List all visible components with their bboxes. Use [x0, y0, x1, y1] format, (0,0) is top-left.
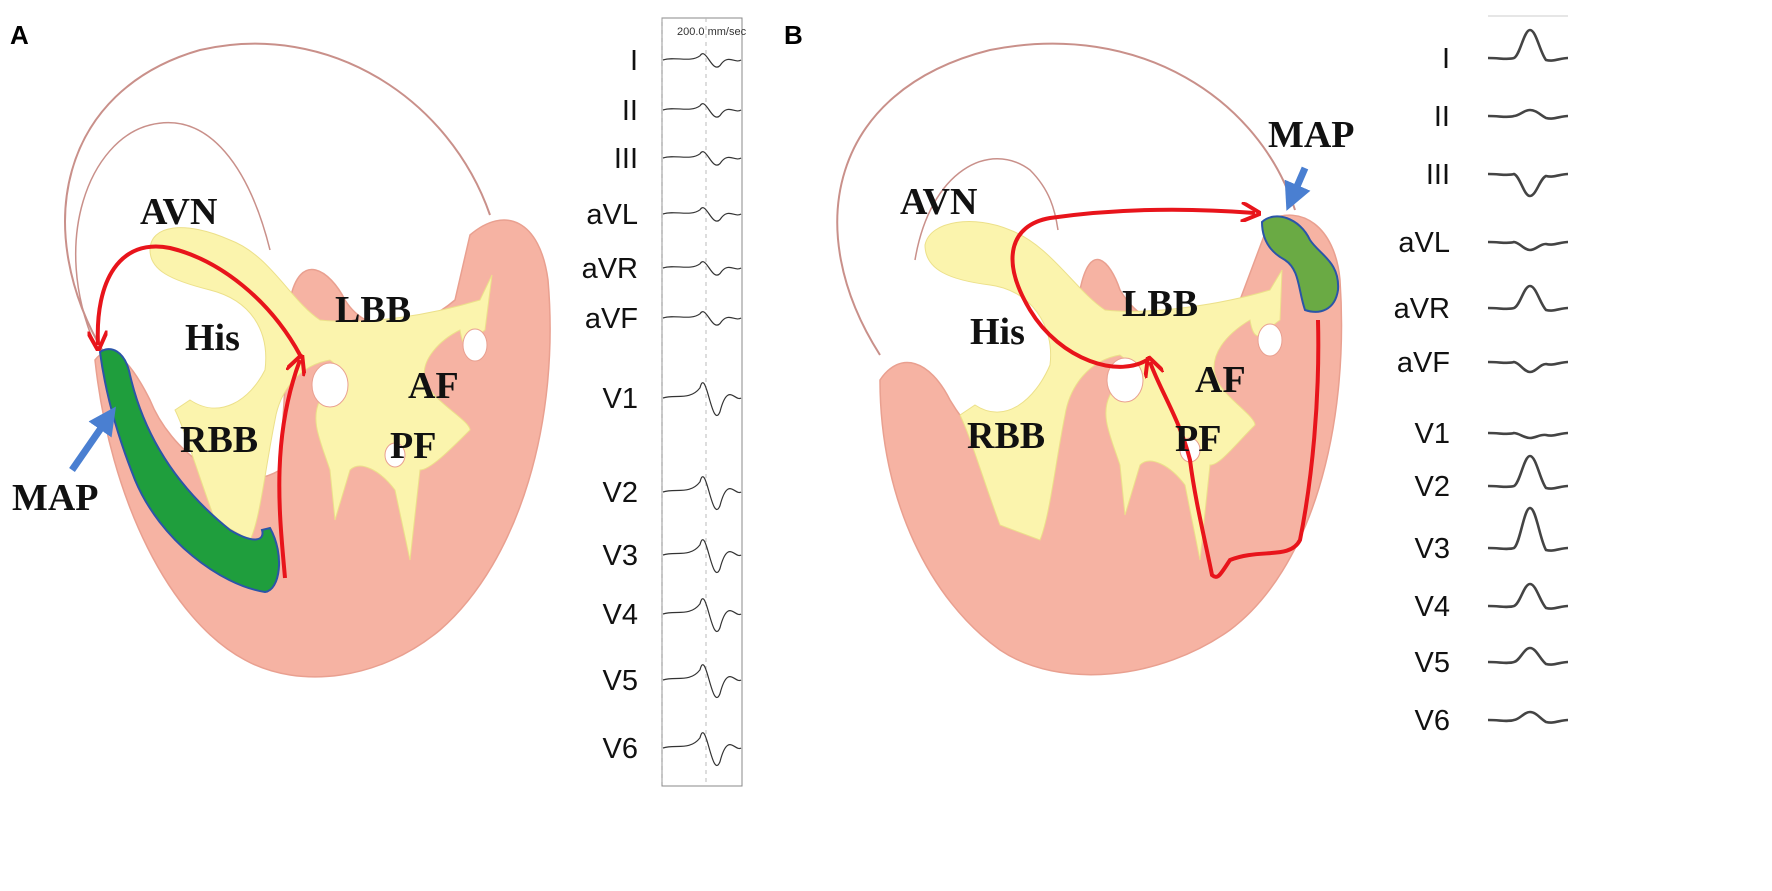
ecg-lead-label-b-v1: V1: [1415, 418, 1450, 450]
label-map-a: MAP: [12, 477, 99, 519]
ecg-lead-label-a-v6: V6: [603, 733, 638, 765]
ecg-lead-label-b-avf: aVF: [1397, 347, 1450, 379]
label-rbb-a: RBB: [180, 419, 258, 461]
ecg-trace-b-v1: [1487, 431, 1569, 440]
ecg-trace-b-v4: [1487, 582, 1569, 610]
label-af-a: AF: [408, 365, 459, 407]
ecg-frame-a: [661, 17, 743, 787]
label-map-b: MAP: [1268, 114, 1355, 156]
atrium-outline-b: [914, 158, 1059, 261]
heart-outline-a: [64, 42, 491, 356]
panel-a-letter: A: [10, 20, 29, 50]
ecg-trace-a-v6: [662, 732, 742, 766]
label-his-a: His: [185, 317, 240, 359]
ecg-trace-a-avl: [662, 207, 742, 222]
ecg-trace-a-avr: [662, 261, 742, 276]
ecg-trace-b-ii: [1487, 108, 1569, 120]
ecg-lead-label-a-v4: V4: [603, 599, 638, 631]
ecg-lead-label-a-avl: aVL: [586, 199, 638, 231]
conduction-hole-b-1: [1106, 357, 1144, 403]
ecg-lead-label-a-v3: V3: [603, 540, 638, 572]
label-rbb-b: RBB: [967, 415, 1045, 457]
panel-b-letter: B: [784, 20, 803, 50]
ecg-lead-label-b-avr: aVR: [1394, 293, 1450, 325]
ecg-trace-b-avf: [1487, 360, 1569, 374]
conduction-hole-a-3: [384, 442, 406, 468]
myocardium-b: [879, 214, 1343, 676]
conduction-hole-a-1: [311, 362, 349, 408]
ecg-scale-label-a: 200.0 mm/sec: [677, 26, 747, 38]
ecg-trace-b-v2: [1487, 454, 1569, 490]
ecg-trace-a-avf: [662, 311, 742, 326]
conduction-system-a: [149, 227, 493, 561]
ecg-trace-a-v3: [662, 539, 742, 573]
ecg-trace-a-v5: [662, 664, 742, 698]
ecg-traces-a: [662, 53, 742, 766]
label-avn-a: AVN: [140, 191, 217, 233]
ecg-lead-label-a-iii: III: [614, 143, 638, 175]
ecg-trace-a-ii: [662, 103, 742, 118]
label-lbb-b: LBB: [1122, 283, 1198, 325]
map-pointer-arrow-b: [1284, 166, 1311, 211]
ecg-trace-a-iii: [662, 151, 742, 166]
conduction-hole-a-2: [462, 328, 488, 362]
ecg-lead-label-b-v4: V4: [1415, 591, 1450, 623]
map-pointer-arrow-a: [69, 406, 116, 472]
ecg-lead-label-b-v6: V6: [1415, 705, 1450, 737]
ecg-lead-label-a-v1: V1: [603, 383, 638, 415]
activation-arrow-a-1: [277, 360, 300, 579]
ecg-trace-a-i: [662, 53, 742, 68]
ecg-trace-b-v5: [1487, 646, 1569, 666]
label-pf-a: PF: [390, 425, 436, 467]
ecg-traces-b: [1487, 28, 1569, 724]
ecg-lead-label-b-v5: V5: [1415, 647, 1450, 679]
activation-arrow-b-1: [1150, 319, 1321, 579]
atrium-outline-a: [74, 122, 271, 346]
map-fiber-a: [98, 348, 281, 594]
ecg-trace-b-v3: [1487, 506, 1569, 552]
label-his-b: His: [970, 311, 1025, 353]
ecg-lead-label-a-i: I: [630, 45, 638, 77]
ecg-lead-label-b-avl: aVL: [1398, 227, 1450, 259]
label-avn-b: AVN: [900, 181, 977, 223]
ecg-trace-b-avr: [1487, 284, 1569, 312]
ecg-lead-label-a-avr: aVR: [582, 253, 638, 285]
ecg-lead-label-a-avf: aVF: [585, 303, 638, 335]
ecg-trace-a-v4: [662, 598, 742, 632]
heart-outline-b: [836, 42, 1296, 356]
ecg-lead-label-b-iii: III: [1426, 159, 1450, 191]
ecg-lead-label-b-v2: V2: [1415, 471, 1450, 503]
ecg-trace-b-i: [1487, 28, 1569, 62]
label-af-b: AF: [1195, 359, 1246, 401]
ecg-trace-b-iii: [1487, 172, 1569, 198]
panel-b: B AVN His LBB RBB AF PF MAP IIIIIIaVLaVR…: [784, 15, 1569, 737]
ecg-lead-label-a-ii: II: [622, 95, 638, 127]
ecg-lead-label-b-ii: II: [1434, 101, 1450, 133]
ecg-trace-a-v2: [662, 476, 742, 510]
label-lbb-a: LBB: [335, 289, 411, 331]
conduction-hole-b-2: [1257, 323, 1283, 357]
ecg-lead-label-b-v3: V3: [1415, 533, 1450, 565]
ecg-lead-label-a-v5: V5: [603, 665, 638, 697]
ecg-trace-a-v1: [662, 382, 742, 416]
panel-a: A AVN His LBB RBB AF PF MAP 200.0 mm/: [10, 17, 747, 787]
activation-arrow-a-2: [98, 244, 302, 356]
activation-arrow-b-2: [1010, 210, 1255, 369]
label-pf-b: PF: [1175, 418, 1221, 460]
ecg-lead-label-b-i: I: [1442, 43, 1450, 75]
ecg-trace-b-v6: [1487, 710, 1569, 724]
map-fiber-b: [1260, 215, 1340, 313]
ecg-trace-b-avl: [1487, 240, 1569, 252]
ecg-lead-label-a-v2: V2: [603, 477, 638, 509]
